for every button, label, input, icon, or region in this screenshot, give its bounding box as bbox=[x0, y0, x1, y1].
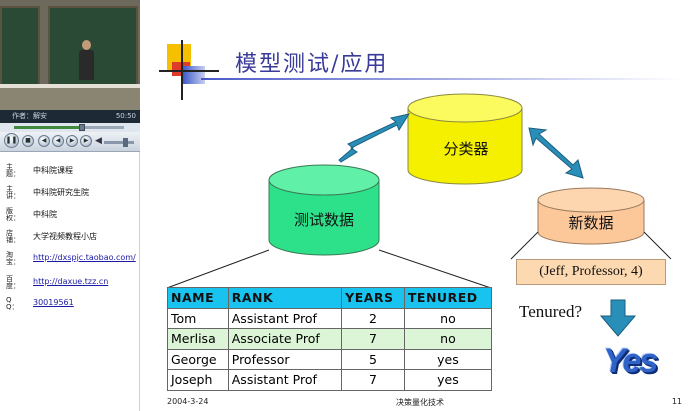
info-key: 主题： bbox=[6, 163, 20, 178]
diagram-graphics bbox=[166, 93, 672, 337]
info-key: 版权： bbox=[6, 207, 20, 222]
title-underline bbox=[201, 78, 681, 80]
table-cell: Joseph bbox=[167, 369, 229, 391]
video-chalkboard-left bbox=[0, 6, 40, 86]
next-icon[interactable]: ▶ bbox=[80, 135, 92, 147]
video-lecturer-head bbox=[82, 40, 91, 50]
title-decoration-hline bbox=[159, 70, 219, 72]
footer-date: 2004-3-24 bbox=[167, 397, 209, 406]
table-cell: 2 bbox=[341, 307, 405, 329]
connector-line-right bbox=[378, 249, 492, 289]
info-value[interactable]: http://dxspjc.taobao.com/ bbox=[33, 253, 136, 262]
slide-title: 模型测试/应用 bbox=[235, 52, 389, 77]
volume-thumb[interactable] bbox=[123, 138, 128, 147]
table-cell: no bbox=[403, 307, 493, 329]
double-arrow-right bbox=[528, 127, 584, 179]
new-data-tuple: (Jeff, Professor, 4) bbox=[516, 259, 666, 285]
stop-icon[interactable]: ■ bbox=[22, 135, 34, 147]
down-arrow-icon bbox=[599, 299, 637, 337]
double-arrow-left bbox=[338, 113, 411, 163]
table-cell: yes bbox=[403, 348, 493, 370]
table-header-cell: RANK bbox=[227, 287, 343, 309]
video-player-panel: 作者：解安 50:50 ❚❚ ■ ◀ ◀ ▶ ▶ ◀ 主题： 中科院课程主讲： 中科… bbox=[0, 0, 140, 411]
video-floor bbox=[0, 88, 140, 110]
table-cell: 7 bbox=[341, 328, 405, 350]
info-value: 中科院研究生院 bbox=[33, 188, 89, 197]
table-cell: 7 bbox=[341, 369, 405, 391]
video-status-bar: 作者：解安 50:50 bbox=[0, 110, 140, 123]
test-data-cylinder bbox=[268, 164, 380, 256]
info-value[interactable]: http://daxue.tzz.cn bbox=[33, 277, 109, 286]
info-value: 中科院 bbox=[33, 210, 57, 219]
table-cell: Associate Prof bbox=[227, 328, 343, 350]
rewind-icon[interactable]: ◀ bbox=[52, 135, 64, 147]
table-cell: Assistant Prof bbox=[227, 369, 343, 391]
table-header-cell: TENURED bbox=[403, 287, 493, 309]
table-cell: yes bbox=[403, 369, 493, 391]
connector-line-tuple-right bbox=[643, 231, 672, 260]
info-key: 店铺： bbox=[6, 229, 20, 244]
play-pause-icon[interactable]: ❚❚ bbox=[4, 133, 19, 148]
table-header-cell: YEARS bbox=[341, 287, 405, 309]
seek-thumb[interactable] bbox=[79, 124, 86, 131]
connector-line-tuple-left bbox=[510, 231, 539, 260]
connector-line-left bbox=[166, 249, 270, 289]
video-author: 作者：解安 bbox=[12, 112, 47, 120]
footer-course: 决策量化技术 bbox=[396, 398, 444, 407]
table-header-cell: NAME bbox=[167, 287, 229, 309]
info-value: 大学视频教程小店 bbox=[33, 232, 97, 241]
info-value: 中科院课程 bbox=[33, 166, 73, 175]
previous-icon[interactable]: ◀ bbox=[38, 135, 50, 147]
answer-yes: Yes bbox=[603, 342, 658, 380]
info-value[interactable]: 30019561 bbox=[33, 298, 74, 307]
table-cell: Tom bbox=[167, 307, 229, 329]
info-key: 淘宝： bbox=[6, 251, 20, 266]
video-lecturer-body bbox=[79, 50, 94, 80]
slide: 模型测试/应用 bbox=[141, 0, 690, 411]
new-data-label: 新数据 bbox=[568, 214, 614, 232]
tenured-question: Tenured? bbox=[519, 302, 582, 321]
table-cell: no bbox=[403, 328, 493, 350]
player-controls: ❚❚ ■ ◀ ◀ ▶ ▶ ◀ bbox=[0, 132, 140, 152]
table-cell: Merlisa bbox=[167, 328, 229, 350]
footer-page-number: 11 bbox=[671, 397, 682, 406]
seek-track[interactable] bbox=[14, 124, 124, 131]
speaker-icon[interactable]: ◀ bbox=[95, 136, 102, 146]
seek-bar[interactable] bbox=[0, 123, 140, 132]
table-cell: 5 bbox=[341, 348, 405, 370]
info-key: 百度： bbox=[6, 275, 20, 290]
classifier-cylinder bbox=[407, 93, 523, 185]
table-cell: Professor bbox=[227, 348, 343, 370]
test-data-label: 测试数据 bbox=[293, 211, 354, 229]
table-cell: Assistant Prof bbox=[227, 307, 343, 329]
video-frame[interactable] bbox=[0, 0, 140, 110]
video-time: 50:50 bbox=[115, 112, 136, 120]
new-data-cylinder bbox=[537, 187, 645, 245]
info-key: QQ： bbox=[6, 296, 19, 311]
info-key: 主讲： bbox=[6, 185, 20, 200]
volume-slider[interactable] bbox=[104, 138, 134, 147]
forward-icon[interactable]: ▶ bbox=[66, 135, 78, 147]
seek-fill bbox=[14, 126, 83, 129]
table-cell: George bbox=[167, 348, 229, 370]
classifier-label: 分类器 bbox=[443, 140, 489, 158]
